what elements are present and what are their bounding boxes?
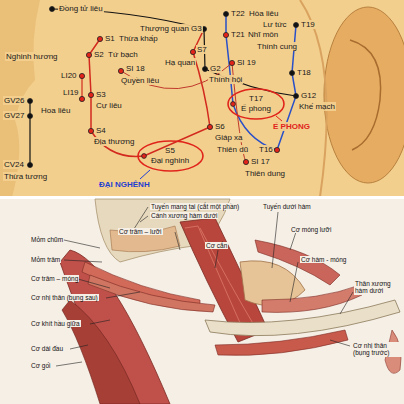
point-code: T21 [230,30,246,39]
part-label: Cơ hàm - móng [300,256,347,263]
ear-fold [350,40,381,150]
leader-lines [56,207,353,366]
callout-caption: ĐẠI NGHÊNH [98,180,151,189]
part-label: Cơ khít hầu giữa [30,320,81,327]
point-name: Thừa khấp [118,34,159,43]
ear [324,7,404,183]
anatomy-ground [0,199,404,404]
point-code: G2 [209,64,222,73]
point-name: Hoa liêu [40,106,71,115]
point-code: GV26 [3,96,25,105]
callout-leader [276,116,282,121]
point-name: Khế mạch [298,102,336,111]
point-code: G12 [300,91,317,100]
point-name: Đồng tử liêu [58,4,104,13]
jaw-shade [300,0,327,197]
point-name: Tứ bạch [107,50,139,59]
acupoint-dots [28,7,299,168]
point-code: S6 [214,122,226,131]
point-code: S2 [93,50,105,59]
point-code: CV24 [3,160,25,169]
part-label: Cơ trâm – lưỡi [118,228,163,235]
part-label: Cơ móng lưỡi [290,226,332,233]
acupoint-ellipse: T17Ế phong [227,88,285,120]
mandible-body [205,300,400,336]
callout-leader [140,170,150,179]
panel-divider [0,196,404,199]
point-code: T18 [296,68,312,77]
mylohyoid [262,285,362,312]
part-label: Mỏm chũm [30,236,64,243]
point-code: LI19 [62,88,80,97]
deep-neck-muscles [62,300,140,404]
stylohyoid [88,275,215,312]
point-code: S3 [95,90,107,99]
point-code: T17 [241,94,271,104]
part-label: Thân xương hàm dưới [354,280,402,295]
point-code: T19 [300,20,316,29]
large-intestine-meridian [81,76,82,99]
stomach-meridian [89,29,210,156]
point-code: T22 [230,9,246,18]
face-profile [0,0,40,197]
part-label: Cơ cắn [205,242,228,249]
point-name: Quyền liêu [120,76,160,85]
point-name: Giáp xa [214,133,244,142]
point-name: Thính hội [208,75,243,84]
point-name: Ế phong [241,104,271,114]
point-code: S4 [95,126,107,135]
governor-meridian [29,101,30,165]
point-code: T16 [258,145,274,154]
point-name: Hòa liêu [248,9,279,18]
part-label: Cơ gối [30,362,51,369]
point-code: G3 [190,24,203,33]
point-code: S1 [104,34,116,43]
digastric-anterior [215,330,348,355]
point-name: Nhĩ môn [247,30,279,39]
point-name: Thừa tương [3,172,48,181]
gallbladder-meridian [52,9,296,96]
callout-caption: Ế PHONG [272,122,311,131]
point-code: S5 [151,146,189,156]
point-name: Lư tức [262,20,288,29]
part-label: Cơ nhị thân (bụng sau) [30,294,99,301]
point-name: Thiên dũ [216,145,249,154]
point-name: Thượng quan [139,24,190,33]
part-label: Cơ nhị thân (bụng trước) [352,342,402,357]
point-code: GV27 [3,111,25,120]
point-name: Hạ quan [164,58,196,67]
part-label: Cơ trâm – móng [30,275,79,282]
point-code: SI 19 [236,58,257,67]
point-name: Cự liêu [95,101,123,110]
part-label: Mỏm trâm [30,256,61,263]
part-label: Cánh xương hàm dưới [150,212,218,219]
point-code: LI20 [60,71,78,80]
part-label: Cơ dài đầu [30,345,64,352]
point-name: Thiên dung [244,169,286,178]
point-name: Địa thương [93,137,135,146]
point-code: S7 [196,45,208,54]
point-name: Thính cung [256,42,298,51]
acupoint-ellipse: S5Đại nghinh [137,140,204,172]
point-code: SI 17 [250,157,271,166]
part-label: Tuyến dưới hàm [262,203,312,210]
part-label: Tuyến mang tai (cắt một phần) [150,203,240,210]
point-name: Nghinh hương [5,52,59,61]
point-name: Đại nghinh [151,156,189,166]
point-code: SI 18 [125,64,146,73]
parotid-gland [110,226,180,252]
